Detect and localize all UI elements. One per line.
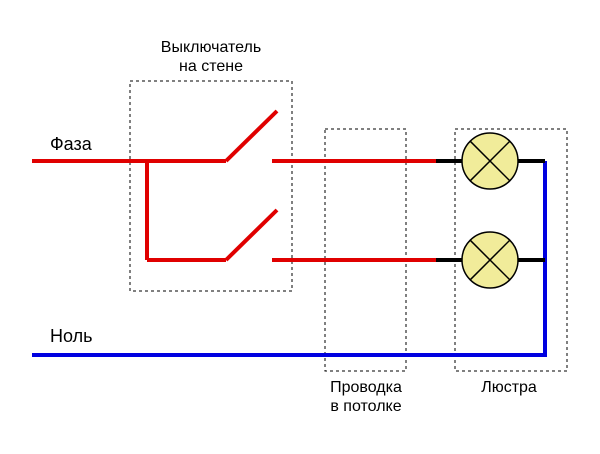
neutral-wire xyxy=(32,161,547,357)
wiring-label-line2: в потолке xyxy=(330,398,401,415)
switch-label-line1: Выключатель xyxy=(161,39,261,56)
lamp-icon xyxy=(461,231,519,289)
neutral-label: Ноль xyxy=(50,326,93,346)
ceiling-wiring-box xyxy=(324,128,407,372)
lamp2-cross-b xyxy=(469,239,511,281)
switch-box xyxy=(129,80,293,292)
chandelier-label: Люстра xyxy=(481,379,537,396)
switch-label-line2: на стене xyxy=(179,58,243,75)
wiring-label-line1: Проводка xyxy=(330,379,402,396)
switch1-contact xyxy=(224,109,279,163)
chandelier-box xyxy=(454,128,568,372)
phase-label: Фаза xyxy=(50,134,93,154)
switch2-contact xyxy=(224,208,279,262)
lamp-icon xyxy=(461,132,519,190)
lamp1-cross-b xyxy=(469,140,511,182)
